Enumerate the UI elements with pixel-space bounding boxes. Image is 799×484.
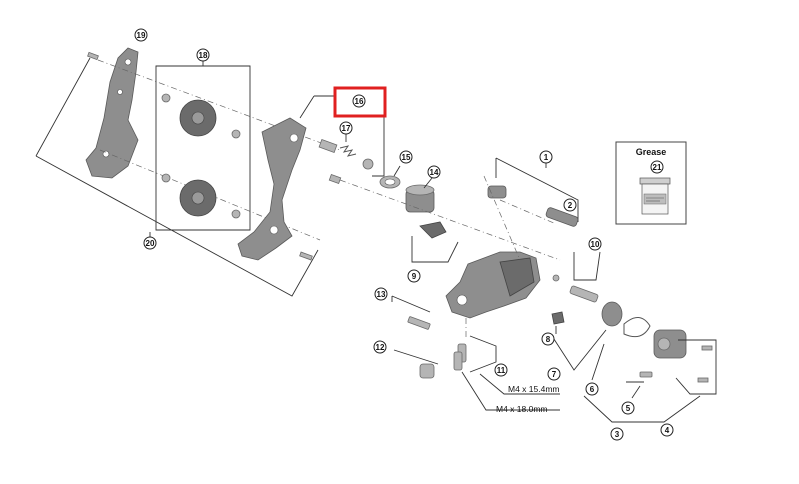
b-tension-adjust-bolt[interactable]	[407, 316, 431, 330]
svg-text:13: 13	[377, 290, 386, 299]
callout-18: 18	[196, 48, 210, 62]
bolt-spec-a: M4 x 15.4mm	[508, 384, 560, 394]
stopper-plate[interactable]	[419, 221, 447, 239]
callout-14: 14	[427, 165, 441, 179]
svg-text:11: 11	[497, 366, 506, 375]
callout-1: 1	[539, 150, 553, 164]
guide-pulley[interactable]	[161, 93, 241, 139]
clutch-unit-screw-a[interactable]	[701, 345, 713, 351]
clutch-cover-knob[interactable]	[601, 301, 623, 327]
svg-text:15: 15	[402, 153, 411, 162]
svg-text:9: 9	[412, 272, 417, 281]
svg-text:21: 21	[653, 163, 662, 172]
svg-text:19: 19	[137, 31, 146, 40]
axle-pin[interactable]	[318, 138, 342, 185]
grease-title: Grease	[636, 147, 667, 157]
small-clip[interactable]	[551, 311, 565, 325]
clutch-unit[interactable]	[653, 329, 687, 359]
clutch-unit-screw-b[interactable]	[697, 377, 709, 383]
callout-8: 8	[541, 332, 555, 346]
svg-text:8: 8	[546, 335, 551, 344]
callout-6: 6	[585, 382, 599, 396]
callout-11: 11	[494, 363, 508, 377]
callout-5: 5	[621, 401, 635, 415]
callout-7: 7	[547, 367, 561, 381]
cage-bolt-bottom[interactable]	[299, 251, 313, 261]
bracket-axle-bolt[interactable]	[545, 207, 579, 227]
inner-cage-plate[interactable]	[237, 117, 307, 261]
callout-17: 17	[339, 121, 353, 135]
svg-text:2: 2	[568, 201, 573, 210]
callout-19: 19	[134, 28, 148, 42]
svg-text:3: 3	[615, 430, 620, 439]
svg-text:17: 17	[342, 124, 351, 133]
callout-10: 10	[588, 237, 602, 251]
svg-text:20: 20	[146, 239, 155, 248]
svg-text:5: 5	[626, 404, 631, 413]
bushing[interactable]	[379, 175, 401, 189]
svg-text:14: 14	[430, 168, 439, 177]
tension-pulley[interactable]	[161, 173, 241, 219]
cage-bolt-top[interactable]	[87, 51, 99, 61]
bolt-spec-b: M4 x 18.0mm	[496, 404, 548, 414]
callout-3: 3	[610, 427, 624, 441]
callout-9: 9	[407, 269, 421, 283]
svg-text:6: 6	[590, 385, 595, 394]
svg-text:1: 1	[544, 153, 549, 162]
o-ring-seal[interactable]	[623, 317, 651, 338]
highlight-frame	[333, 86, 387, 118]
svg-text:7: 7	[552, 370, 557, 379]
svg-text:18: 18	[199, 51, 208, 60]
grease-jar-icon	[639, 177, 671, 215]
mount-pin[interactable]	[453, 343, 467, 371]
callout-21: 21	[650, 160, 664, 174]
b-tension-spring-housing[interactable]	[405, 184, 435, 213]
grease-box: Grease 21	[615, 141, 687, 225]
callout-20: 20	[143, 236, 157, 250]
cable-adjust-bolt[interactable]	[569, 285, 599, 303]
small-bolt[interactable]	[639, 371, 653, 378]
callout-13: 13	[374, 287, 388, 301]
callout-12: 12	[373, 340, 387, 354]
callout-16: 16	[352, 94, 366, 108]
svg-text:4: 4	[665, 426, 670, 435]
end-adjust-bolt[interactable]	[419, 363, 435, 379]
derailleur-main-body[interactable]	[445, 251, 541, 319]
bracket-axle-nut[interactable]	[487, 185, 507, 199]
axle-spring[interactable]	[339, 145, 357, 157]
callout-15: 15	[399, 150, 413, 164]
callout-4: 4	[660, 423, 674, 437]
svg-text:12: 12	[376, 343, 385, 352]
callout-2: 2	[563, 198, 577, 212]
svg-text:10: 10	[591, 240, 600, 249]
svg-text:16: 16	[355, 97, 364, 106]
outer-cage-plate[interactable]	[85, 47, 139, 179]
